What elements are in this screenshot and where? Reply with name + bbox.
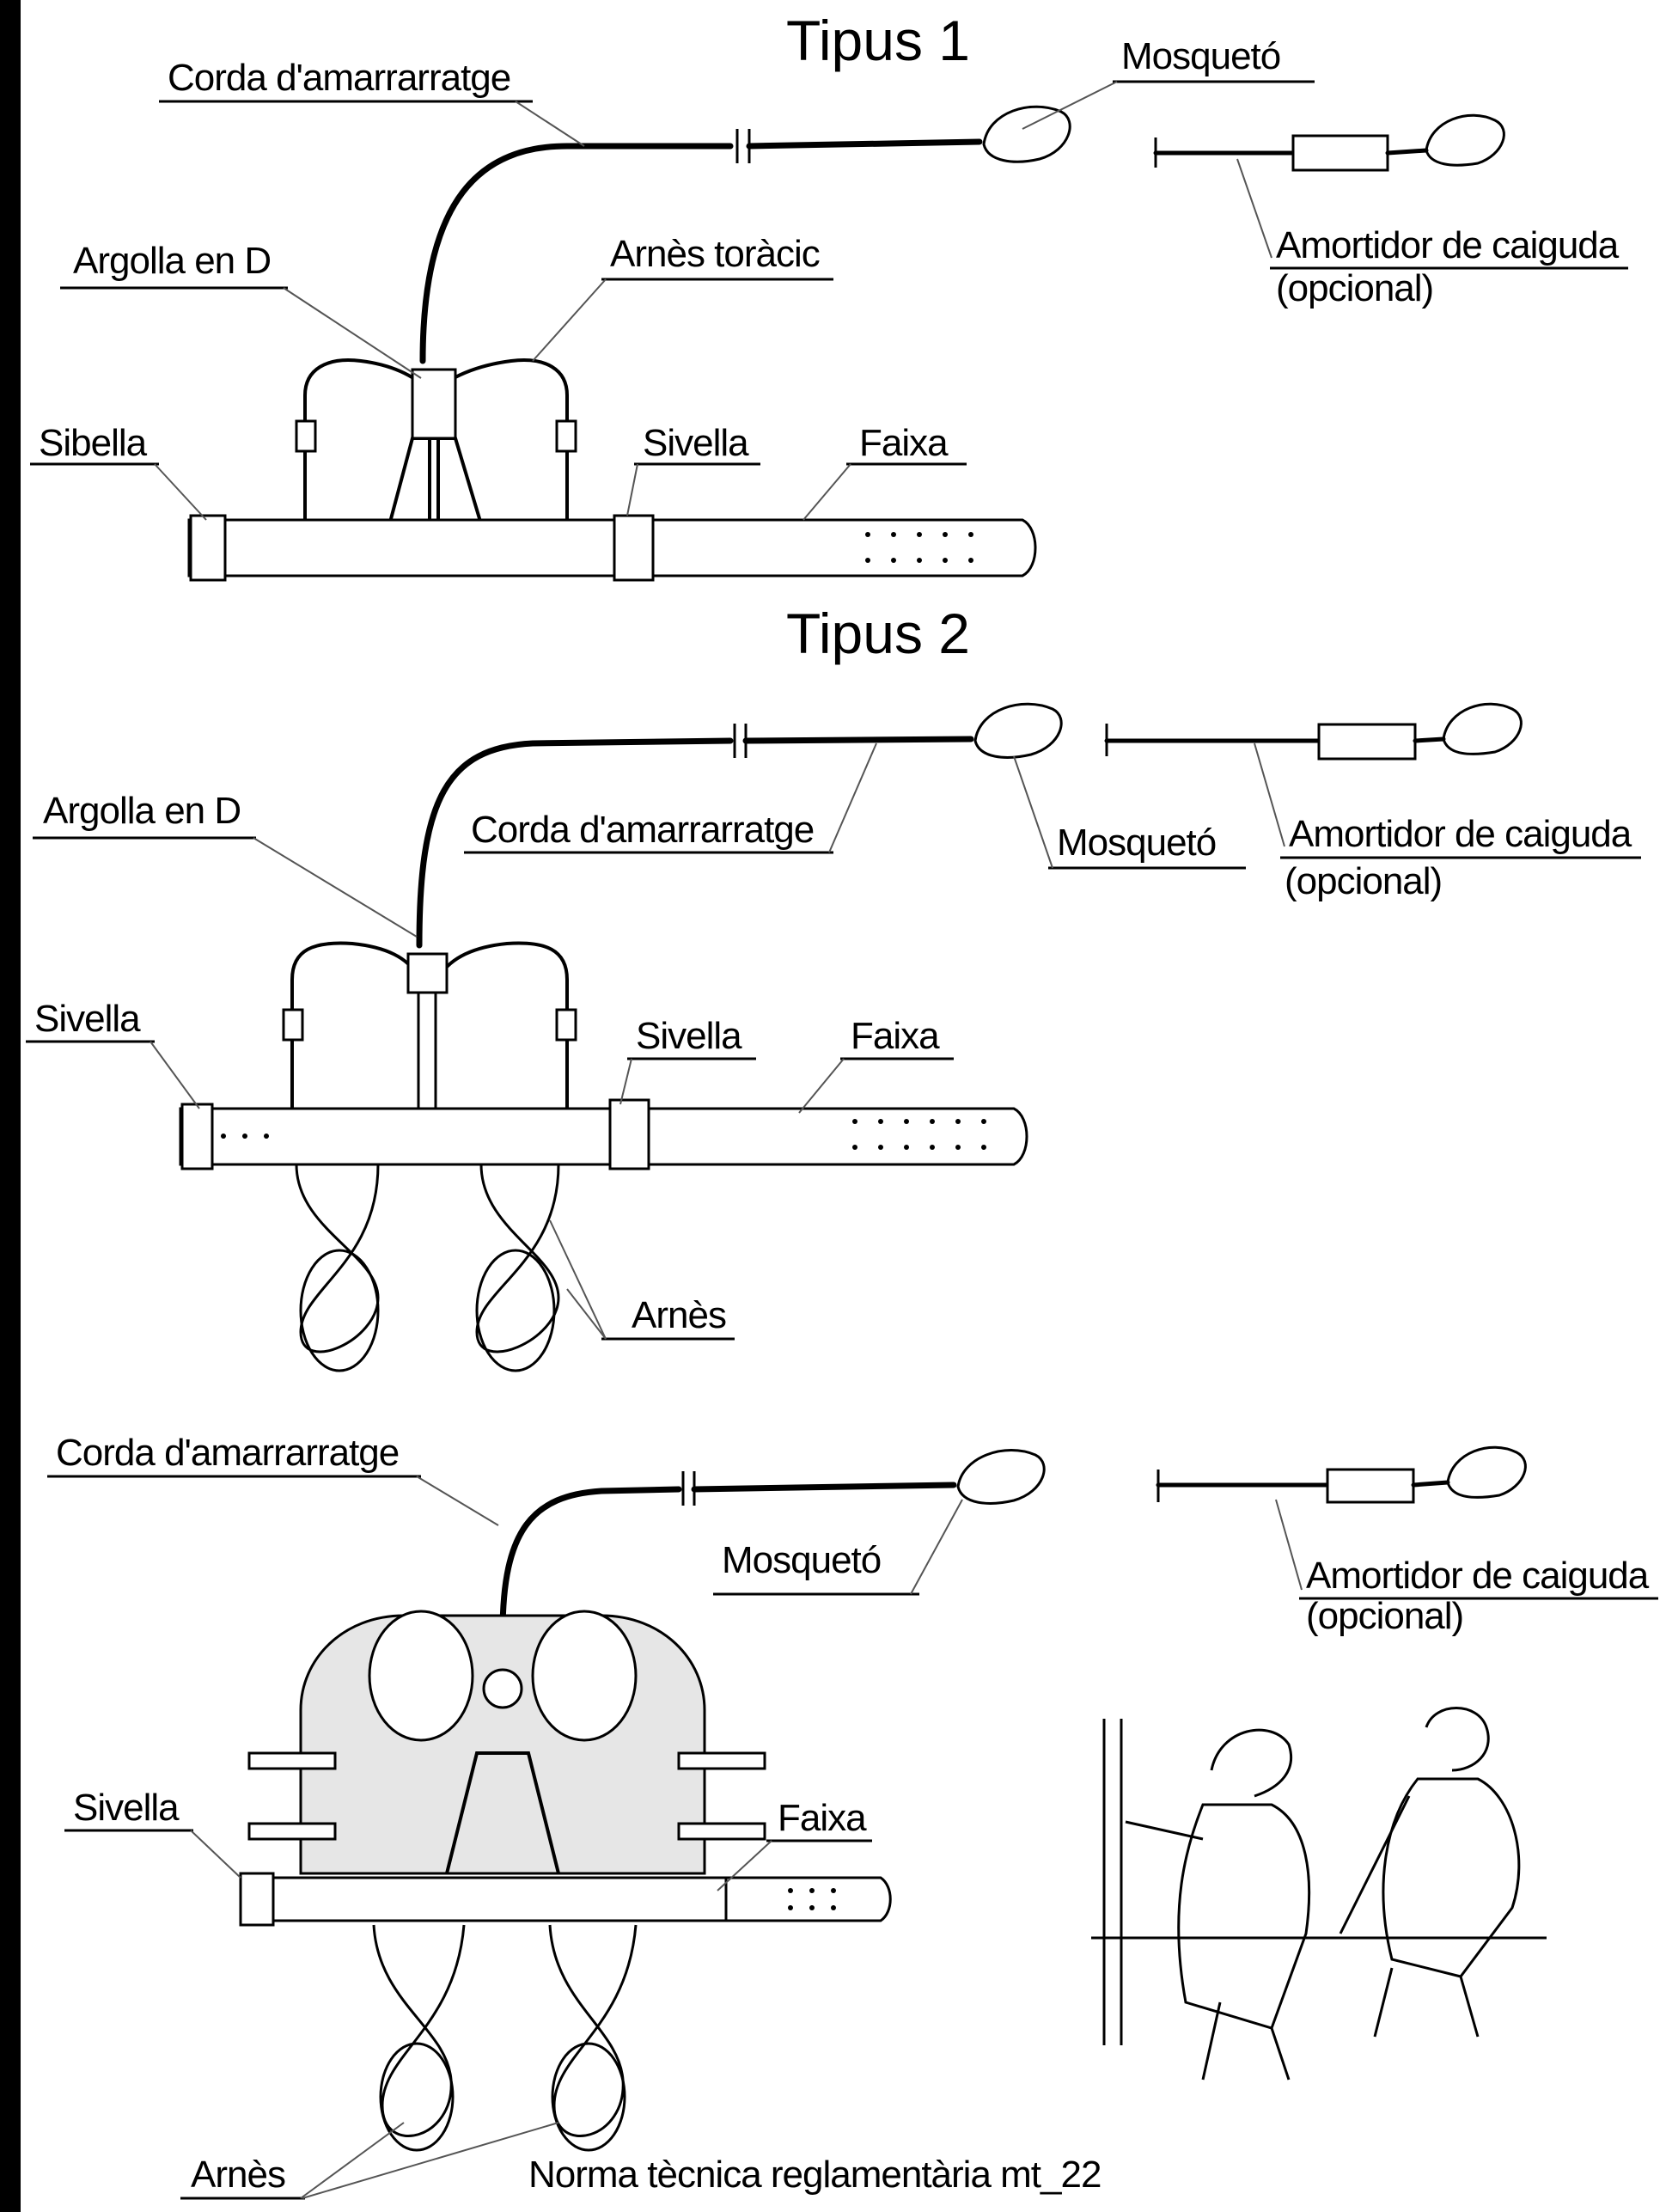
label-amortidor-3: Amortidor de caiguda bbox=[1306, 1555, 1650, 1597]
section-3: Corda d'amarrarratge Mosquetó Amortidor … bbox=[47, 1432, 1658, 2200]
label-amortidor-sub-3: (opcional) bbox=[1306, 1595, 1463, 1637]
shock-absorber-1 bbox=[1153, 113, 1505, 172]
title-tipus-2: Tipus 2 bbox=[786, 602, 970, 665]
label-sivella-3: Sivella bbox=[73, 1787, 180, 1829]
carabiner-2 bbox=[973, 702, 1063, 759]
buckle-right-1 bbox=[613, 514, 655, 582]
belt-3 bbox=[239, 1872, 892, 1927]
d-ring-1 bbox=[411, 368, 457, 440]
lanyard-rope-3 bbox=[499, 1486, 682, 1636]
buckle-3 bbox=[239, 1872, 275, 1927]
label-faixa-2: Faixa bbox=[851, 1015, 940, 1057]
section-tipus-2: Tipus 2 bbox=[26, 602, 1641, 1372]
label-faixa-1: Faixa bbox=[859, 422, 949, 464]
footer-norma: Norma tècnica reglamentària mt_22 bbox=[528, 2154, 1101, 2196]
carabiner-3 bbox=[956, 1449, 1046, 1505]
buckle-right-2 bbox=[608, 1098, 650, 1170]
label-mosqueto-3: Mosquetó bbox=[722, 1539, 881, 1581]
label-corda-1: Corda d'amarrarratge bbox=[168, 57, 510, 99]
vest bbox=[299, 1614, 706, 1875]
label-faixa-3: Faixa bbox=[778, 1797, 867, 1839]
workers-illustration bbox=[1091, 1707, 1547, 2081]
carabiner-1 bbox=[982, 105, 1071, 163]
label-sivella-left-2: Sivella bbox=[34, 998, 141, 1040]
label-amortidor-sub-2: (opcional) bbox=[1285, 860, 1442, 902]
section-tipus-1: Tipus 1 bbox=[30, 9, 1628, 582]
lanyard-rope-2 bbox=[416, 737, 734, 949]
label-sivella-right-1: Sivella bbox=[643, 422, 749, 464]
label-corda-2: Corda d'amarrarratge bbox=[471, 809, 814, 851]
buckle-left-1 bbox=[189, 514, 227, 582]
label-sivella-left-1: Sibella bbox=[39, 422, 148, 464]
shock-absorber-3 bbox=[1156, 1445, 1527, 1504]
belt-1 bbox=[187, 514, 1037, 582]
d-ring-2 bbox=[406, 952, 449, 994]
shock-absorber-2 bbox=[1104, 702, 1523, 761]
label-mosqueto-2: Mosquetó bbox=[1057, 822, 1216, 864]
d-ring-3 bbox=[482, 1668, 523, 1709]
label-amortidor-sub-1: (opcional) bbox=[1276, 267, 1433, 309]
buckle-left-2 bbox=[180, 1103, 214, 1170]
label-arnes-2: Arnès bbox=[632, 1294, 726, 1336]
label-amortidor-1: Amortidor de caiguda bbox=[1276, 224, 1620, 266]
label-arnes-3: Arnès bbox=[191, 2154, 285, 2196]
label-argolla-1: Argolla en D bbox=[73, 240, 271, 282]
title-tipus-1: Tipus 1 bbox=[786, 9, 970, 72]
belt-2 bbox=[179, 1098, 1028, 1170]
label-corda-3: Corda d'amarrarratge bbox=[56, 1432, 399, 1474]
label-mosqueto-1: Mosquetó bbox=[1121, 35, 1280, 77]
label-sivella-right-2: Sivella bbox=[636, 1015, 742, 1057]
label-amortidor-2: Amortidor de caiguda bbox=[1289, 813, 1632, 855]
label-argolla-2: Argolla en D bbox=[43, 790, 241, 832]
lanyard-rope-1 bbox=[419, 143, 734, 364]
label-arnes-1: Arnès toràcic bbox=[610, 233, 820, 275]
left-border bbox=[0, 0, 21, 2212]
